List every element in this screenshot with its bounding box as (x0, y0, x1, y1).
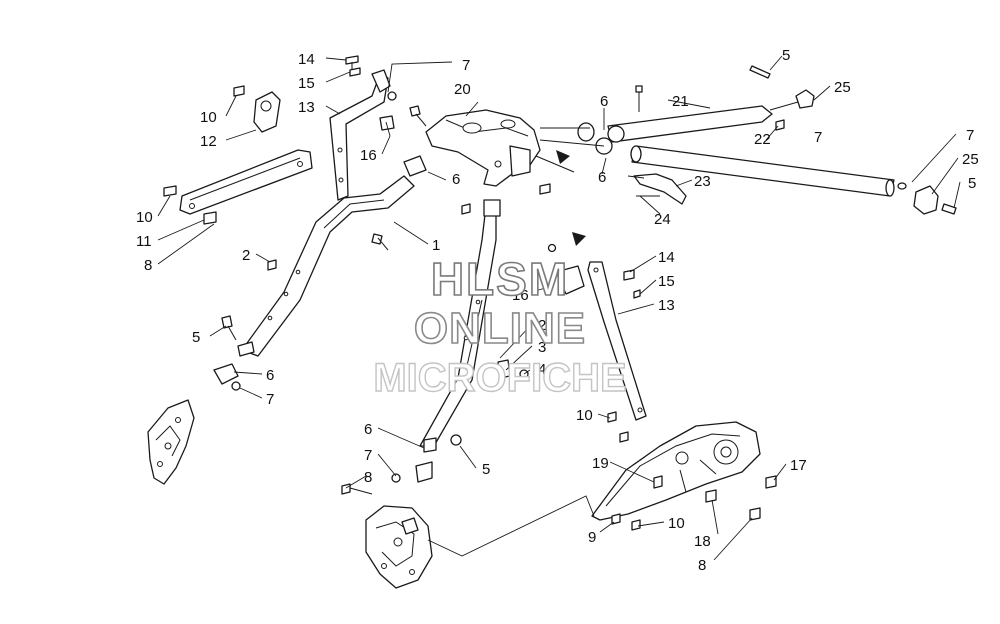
callout-7: 7 (364, 447, 372, 464)
callout-5: 5 (482, 461, 490, 478)
steering-head (425, 109, 575, 187)
cable-routing-line (427, 495, 595, 557)
callout-4: 4 (538, 361, 546, 378)
callout-8: 8 (364, 469, 372, 486)
callout-15: 15 (658, 273, 675, 290)
callout-8: 8 (698, 557, 706, 574)
callout-13: 13 (298, 99, 315, 116)
callout-10: 10 (668, 515, 685, 532)
clamp-upper-left (379, 91, 427, 177)
left-lower-casting (147, 399, 195, 485)
callout-3: 3 (538, 339, 546, 356)
right-mount-plate (591, 421, 761, 521)
callout-20: 20 (454, 81, 471, 98)
callout-17: 17 (790, 457, 807, 474)
callout-10: 10 (576, 407, 593, 424)
callout-6: 6 (600, 93, 608, 110)
callout-25: 25 (962, 151, 979, 168)
callout-21: 21 (672, 93, 689, 110)
callout-23: 23 (694, 173, 711, 190)
callout-2: 2 (538, 317, 546, 334)
callout-labels: 14 15 13 7 20 10 12 16 6 21 5 25 22 7 7 … (136, 47, 979, 574)
callout-12: 12 (200, 133, 217, 150)
callout-25: 25 (834, 79, 851, 96)
callout-6: 6 (598, 169, 606, 186)
callout-2: 2 (242, 247, 250, 264)
callout-10: 10 (200, 109, 217, 126)
callout-6: 6 (364, 421, 372, 438)
callout-16: 16 (512, 287, 529, 304)
callout-13: 13 (658, 297, 675, 314)
clamp-mid (497, 243, 585, 379)
callout-10: 10 (136, 209, 153, 226)
callout-5: 5 (968, 175, 976, 192)
callout-22: 22 (754, 131, 771, 148)
rod-end-right (897, 182, 957, 215)
callout-7: 7 (814, 129, 822, 146)
callout-19: 19 (592, 455, 609, 472)
callout-7: 7 (966, 127, 974, 144)
right-upright-bracket (587, 261, 647, 421)
tie-rod-lower (539, 127, 895, 197)
callout-7: 7 (266, 391, 274, 408)
clamp-left-lower (213, 341, 255, 391)
tie-rod-upper (577, 97, 813, 143)
callout-11: 11 (136, 233, 152, 250)
rod-end-upper (749, 65, 815, 109)
callout-24: 24 (654, 211, 671, 228)
callout-7: 7 (462, 57, 470, 74)
callout-5: 5 (192, 329, 200, 346)
callout-9: 9 (588, 529, 596, 546)
clamp-center-lower (391, 434, 462, 483)
callout-1: 1 (432, 237, 440, 254)
callout-16: 16 (360, 147, 377, 164)
callout-6: 6 (452, 171, 460, 188)
bolts (163, 55, 785, 531)
callout-15: 15 (298, 75, 315, 92)
callout-5: 5 (782, 47, 790, 64)
callout-14: 14 (298, 51, 315, 68)
pitman-bracket (627, 173, 687, 205)
steering-tube-left (241, 175, 415, 357)
callout-14: 14 (658, 249, 675, 266)
leader-lines (157, 55, 961, 561)
callout-18: 18 (694, 533, 711, 550)
left-mount-bracket (179, 91, 313, 215)
left-upright-bracket (329, 69, 391, 201)
callout-6: 6 (266, 367, 274, 384)
callout-8: 8 (144, 257, 152, 274)
center-lower-casting (365, 505, 433, 589)
direction-arrows (556, 150, 586, 246)
